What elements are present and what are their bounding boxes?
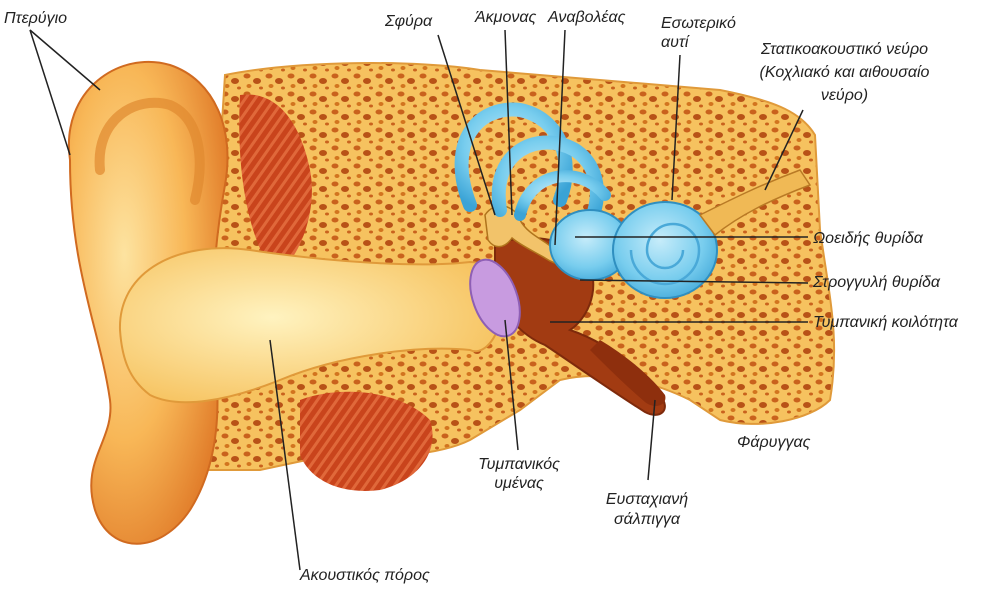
leader-pinna-1 [30, 30, 70, 155]
label-nerve-line1: Στατικοακουστικό νεύρο [737, 40, 952, 59]
leader-pinna-2 [30, 30, 100, 90]
label-inner-ear-line2: αυτί [661, 33, 688, 52]
label-round-window: Στρογγυλή θυρίδα [813, 273, 940, 292]
label-ear-canal: Ακουστικός πόρος [300, 566, 430, 585]
label-tympanic-cavity: Τυμπανική κοιλότητα [813, 313, 958, 332]
label-pinna: Πτερύγιο [4, 9, 67, 28]
label-nerve-line3: νεύρο) [737, 86, 952, 105]
label-pharynx: Φάρυγγας [737, 433, 810, 452]
label-incus: Άκμονας [475, 8, 536, 27]
label-malleus: Σφύρα [385, 12, 432, 31]
label-nerve-line2: (Κοχλιακό και αιθουσαίο [737, 63, 952, 82]
label-eardrum-line2: υμένας [464, 474, 574, 493]
label-eustachian-line1: Ευσταχιανή [592, 490, 702, 509]
label-inner-ear-line1: Εσωτερικό [661, 14, 736, 33]
label-eardrum-line1: Τυμπανικός [464, 455, 574, 474]
label-stapes: Αναβολέας [548, 8, 625, 27]
label-oval-window: Ωοειδής θυρίδα [813, 229, 923, 248]
label-eustachian-line2: σάλπιγγα [592, 510, 702, 529]
